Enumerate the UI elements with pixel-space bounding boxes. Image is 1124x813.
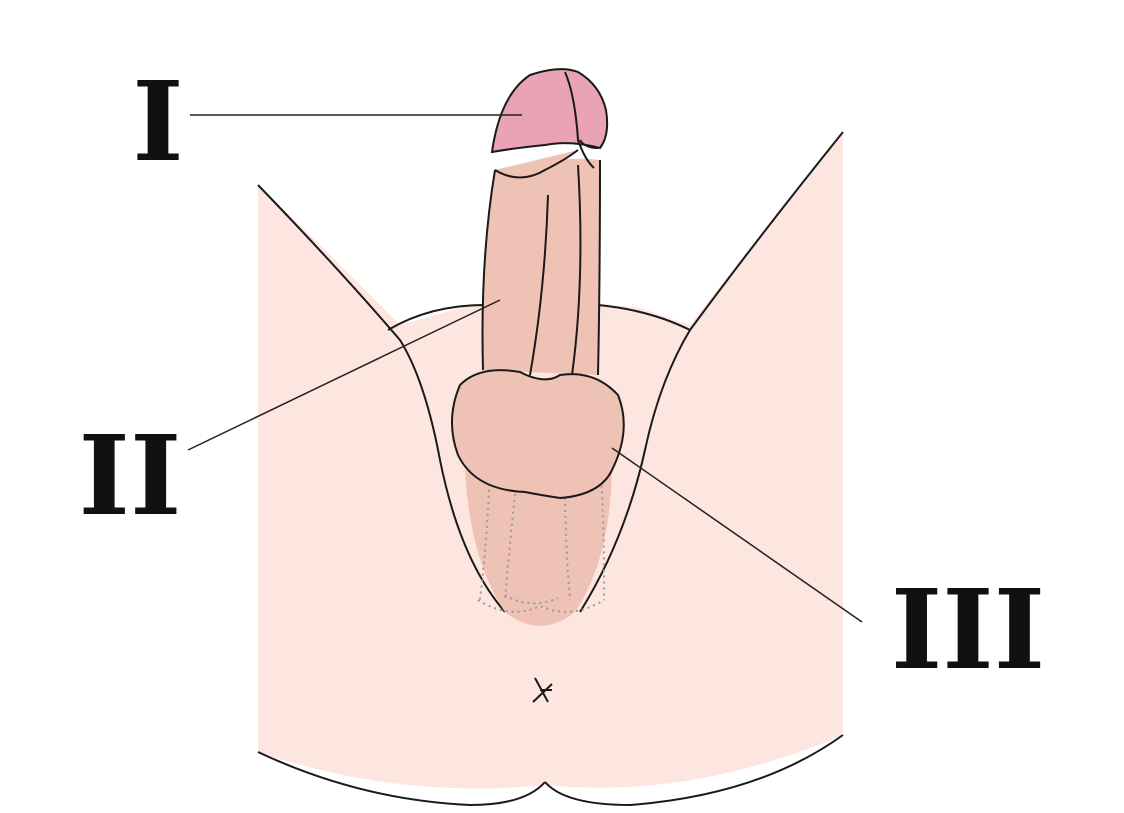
- glans-fill: [490, 68, 609, 154]
- label-ii: II: [79, 411, 182, 540]
- label-i: I: [132, 57, 183, 186]
- leader-line-iii: [611, 447, 863, 623]
- glans: [490, 68, 609, 169]
- right-buttock-outline: [544, 734, 844, 807]
- anus-mark: [532, 677, 553, 703]
- penis-shaft: [481, 149, 601, 376]
- right-thigh-outline: [579, 131, 844, 613]
- shaft-middle-line-2: [571, 164, 582, 376]
- left-thigh-outline: [257, 184, 506, 613]
- shaft-left-edge: [481, 169, 496, 371]
- glans-midline: [564, 71, 595, 169]
- label-iii: III: [891, 565, 1045, 694]
- perineum-arc-right: [597, 304, 691, 331]
- foreskin-edge: [494, 149, 579, 179]
- shaft-middle-line-1: [529, 194, 549, 376]
- shaft-fill: [482, 158, 600, 375]
- scrotum-upper: [450, 369, 625, 500]
- meatus: [579, 139, 599, 149]
- scrotum-lower: [465, 470, 612, 626]
- leader-line-ii: [187, 299, 501, 451]
- left-buttock-outline: [257, 751, 546, 807]
- perineum-arc-left: [387, 304, 486, 331]
- shaft-right-edge: [597, 159, 601, 376]
- leader-lines: [187, 114, 863, 623]
